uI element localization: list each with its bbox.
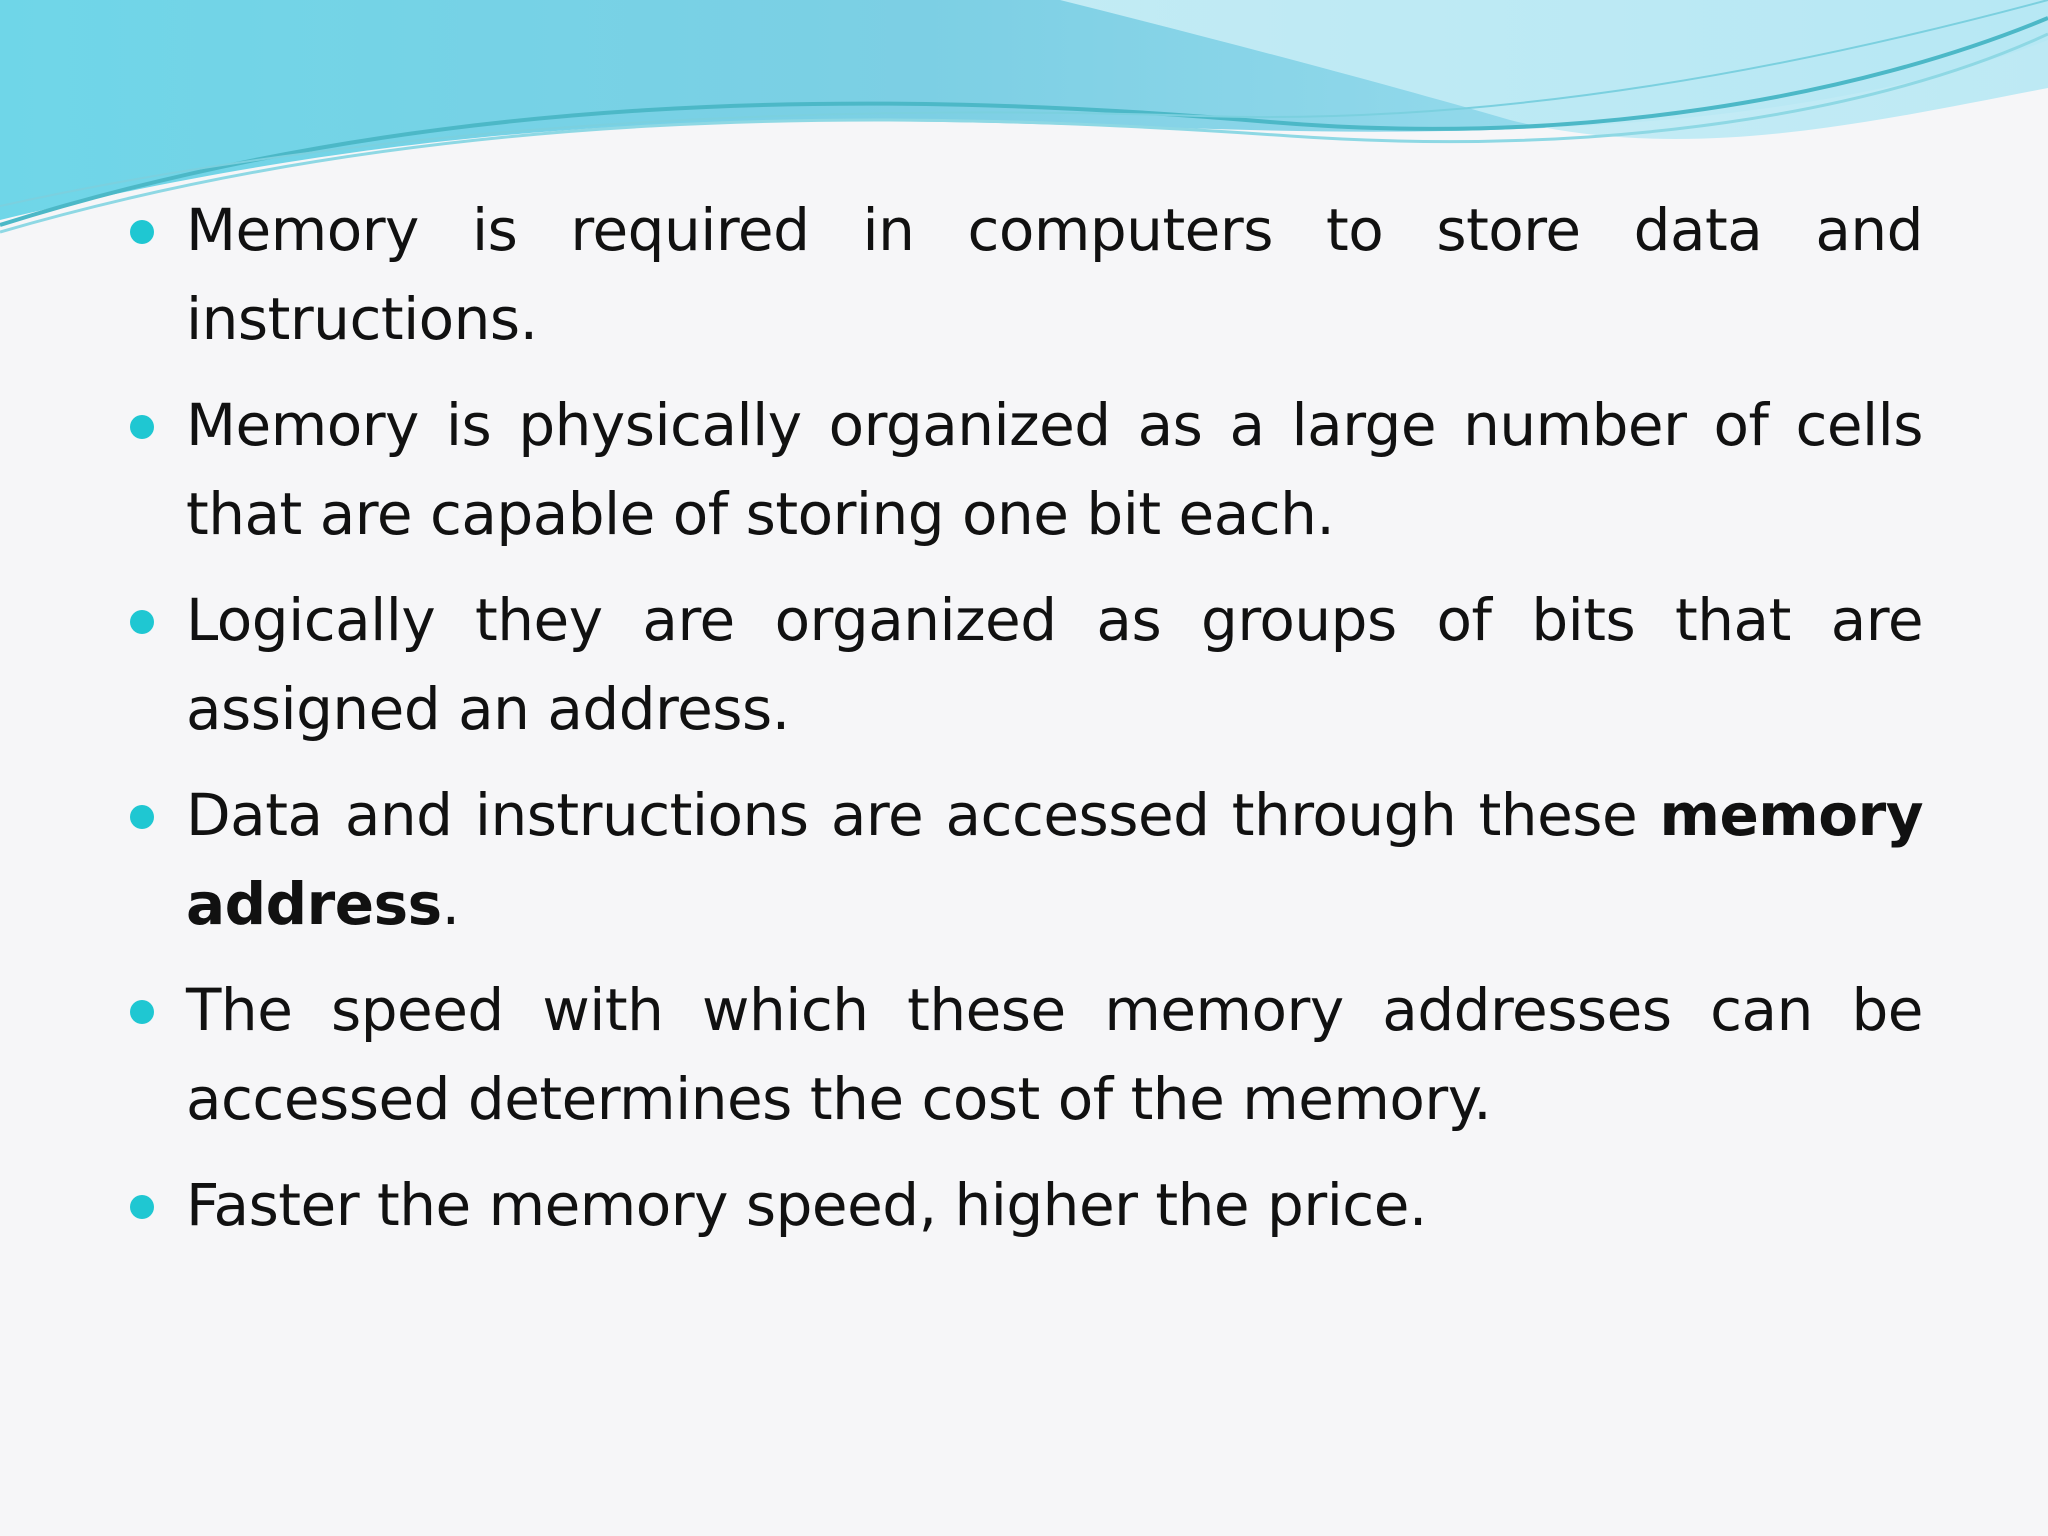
bullet-item-speed-cost: The speed with which these memory addres… — [126, 966, 1924, 1144]
bullet-text-before-bold: Data and instructions are accessed throu… — [186, 781, 1660, 849]
memory-address-emphasis: memory address — [186, 781, 1924, 938]
bullet-text-after-bold: . — [441, 870, 460, 938]
bullet-item-physical-organization: Memory is physically organized as a larg… — [126, 381, 1924, 559]
bullet-text: Memory is physically organized as a larg… — [186, 391, 1924, 548]
bullet-item-speed-price: Faster the memory speed, higher the pric… — [126, 1161, 1923, 1250]
bullet-list: Memory is required in computers to store… — [126, 186, 1924, 1267]
bullet-dot-icon — [130, 415, 154, 439]
bullet-dot-icon — [130, 610, 154, 634]
bullet-dot-icon — [130, 1195, 154, 1219]
bullet-text: The speed with which these memory addres… — [186, 976, 1924, 1133]
bullet-text: Faster the memory speed, higher the pric… — [186, 1171, 1427, 1239]
bullet-dot-icon — [130, 220, 154, 244]
header-wave-decoration — [0, 0, 2048, 234]
bullet-text: Memory is required in computers to store… — [186, 196, 1924, 353]
bullet-item-memory-address-access: Data and instructions are accessed throu… — [126, 771, 1924, 949]
bullet-text: Logically they are organized as groups o… — [186, 586, 1924, 743]
bullet-item-logical-organization: Logically they are organized as groups o… — [126, 576, 1924, 754]
bullet-dot-icon — [130, 1000, 154, 1024]
bullet-dot-icon — [130, 805, 154, 829]
bullet-item-memory-purpose: Memory is required in computers to store… — [126, 186, 1924, 364]
